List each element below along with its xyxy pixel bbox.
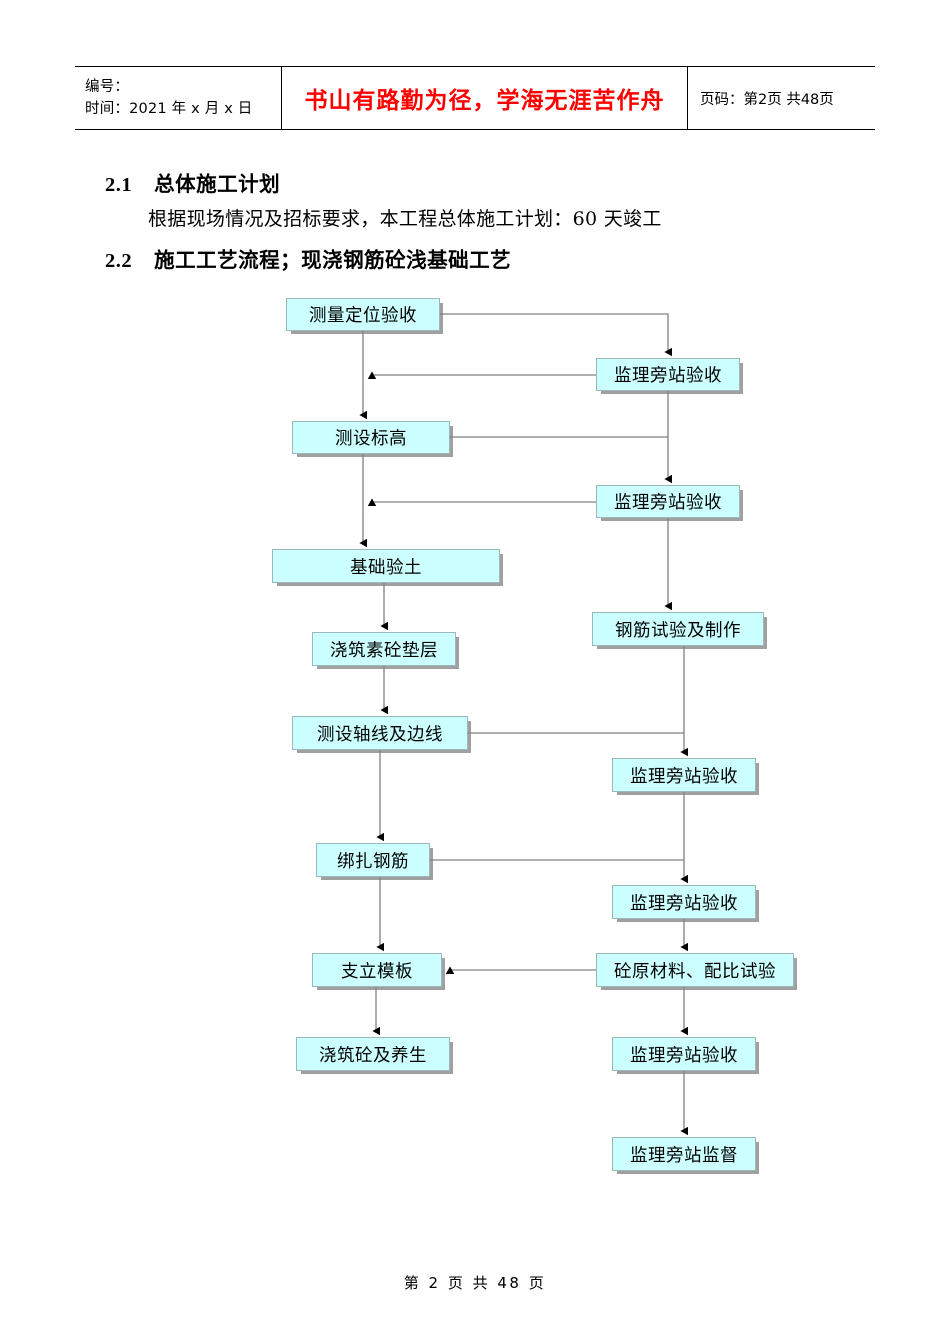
section-heading-2-2: 2.2 施工工艺流程；现浇钢筋砼浅基础工艺 [105,243,511,273]
header-cell-meta: 编号： 时间：2021 年 x 月 x 日 [75,66,282,130]
section-heading-2-1: 2.1 总体施工计划 [105,167,280,197]
edge-n1-n2 [440,313,672,357]
flowchart-node-n7: 浇筑素砼垫层 [312,632,456,666]
flowchart-node-n12: 支立模板 [312,953,442,987]
section-number-2-1: 2.1 [105,174,133,196]
flowchart-node-n8: 测设轴线及边线 [292,716,468,750]
header-motto: 书山有路勤为径，学海无涯苦作舟 [281,66,688,130]
flowchart-node-n9: 监理旁站验收 [612,758,756,792]
flowchart-node-n5: 基础验土 [272,549,500,583]
flowchart-node-n14: 浇筑砼及养生 [296,1037,450,1071]
flowchart-node-n4: 监理旁站验收 [596,485,740,518]
page-footer: 第 2 页 共 48 页 [403,1274,547,1292]
section-title-2-1: 总体施工计划 [154,172,281,196]
flowchart-node-n11: 监理旁站验收 [612,885,756,919]
section-2-1-paragraph: 根据现场情况及招标要求，本工程总体施工计划：60 天竣工 [148,208,662,230]
header-serial-label: 编号： [85,78,130,95]
flowchart-node-n15: 监理旁站验收 [612,1037,756,1071]
header-page-indicator: 页码：第2页 共48页 [700,91,834,108]
section-title-2-2: 施工工艺流程；现浇钢筋砼浅基础工艺 [154,248,512,272]
flowchart-node-n13: 砼原材料、配比试验 [596,953,794,987]
flowchart-node-n3: 测设标高 [292,421,450,454]
flowchart-node-n1: 测量定位验收 [286,298,440,331]
flowchart-node-n2: 监理旁站验收 [596,358,740,391]
section-number-2-2: 2.2 [105,250,133,272]
flowchart-node-n10: 绑扎钢筋 [316,843,430,877]
page-header-table: 编号： 时间：2021 年 x 月 x 日 书山有路勤为径，学海无涯苦作舟 页码… [75,66,875,130]
header-date-label: 时间：2021 年 x 月 x 日 [85,101,253,117]
flowchart-node-n16: 监理旁站监督 [612,1137,756,1171]
flowchart-node-n6: 钢筋试验及制作 [592,612,764,646]
